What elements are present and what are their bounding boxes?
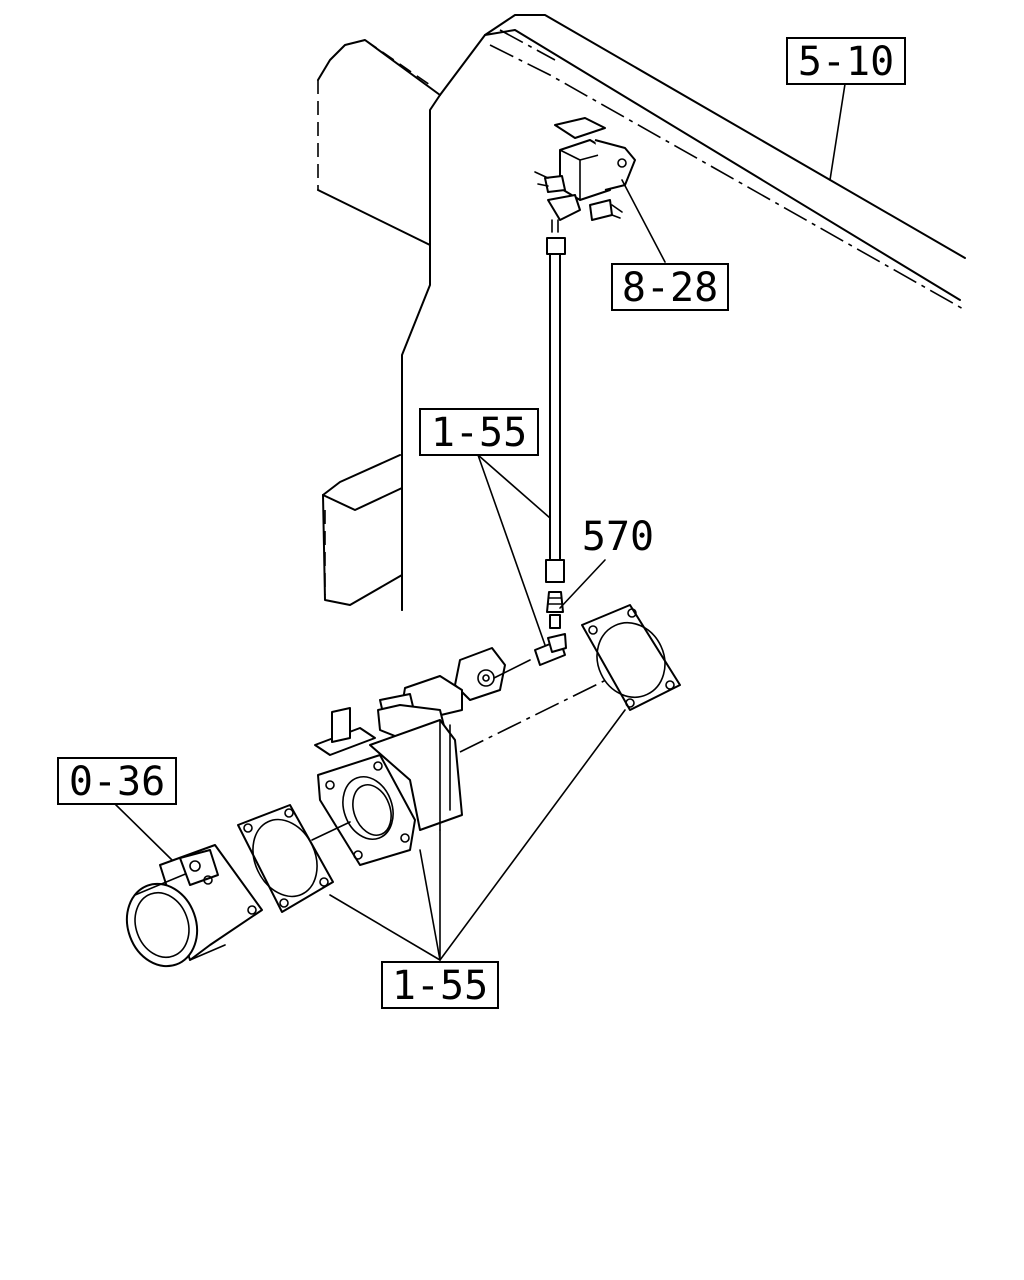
engine-block-outline bbox=[317, 14, 966, 611]
gasket-left bbox=[237, 804, 334, 913]
callout-1-55-bottom: 1-55 bbox=[381, 961, 499, 1009]
callout-8-28: 8-28 bbox=[611, 263, 729, 311]
label-1-55-bottom: 1-55 bbox=[392, 963, 488, 1009]
gasket-right bbox=[581, 604, 681, 711]
callout-1-55-top: 1-55 bbox=[419, 408, 539, 456]
label-1-55-top: 1-55 bbox=[431, 410, 527, 456]
alignment-lines bbox=[311, 677, 611, 841]
label-0-36: 0-36 bbox=[69, 759, 165, 805]
callout-5-10: 5-10 bbox=[786, 37, 906, 85]
callout-570: 570 bbox=[582, 514, 654, 560]
leader-lines bbox=[114, 83, 846, 961]
exhaust-pipe-flange bbox=[125, 844, 263, 968]
label-570: 570 bbox=[582, 514, 654, 560]
label-8-28: 8-28 bbox=[622, 265, 718, 311]
label-5-10: 5-10 bbox=[798, 39, 894, 85]
callout-0-36: 0-36 bbox=[57, 757, 177, 805]
solenoid-valve bbox=[534, 117, 636, 666]
exhaust-brake-valve bbox=[314, 647, 531, 866]
